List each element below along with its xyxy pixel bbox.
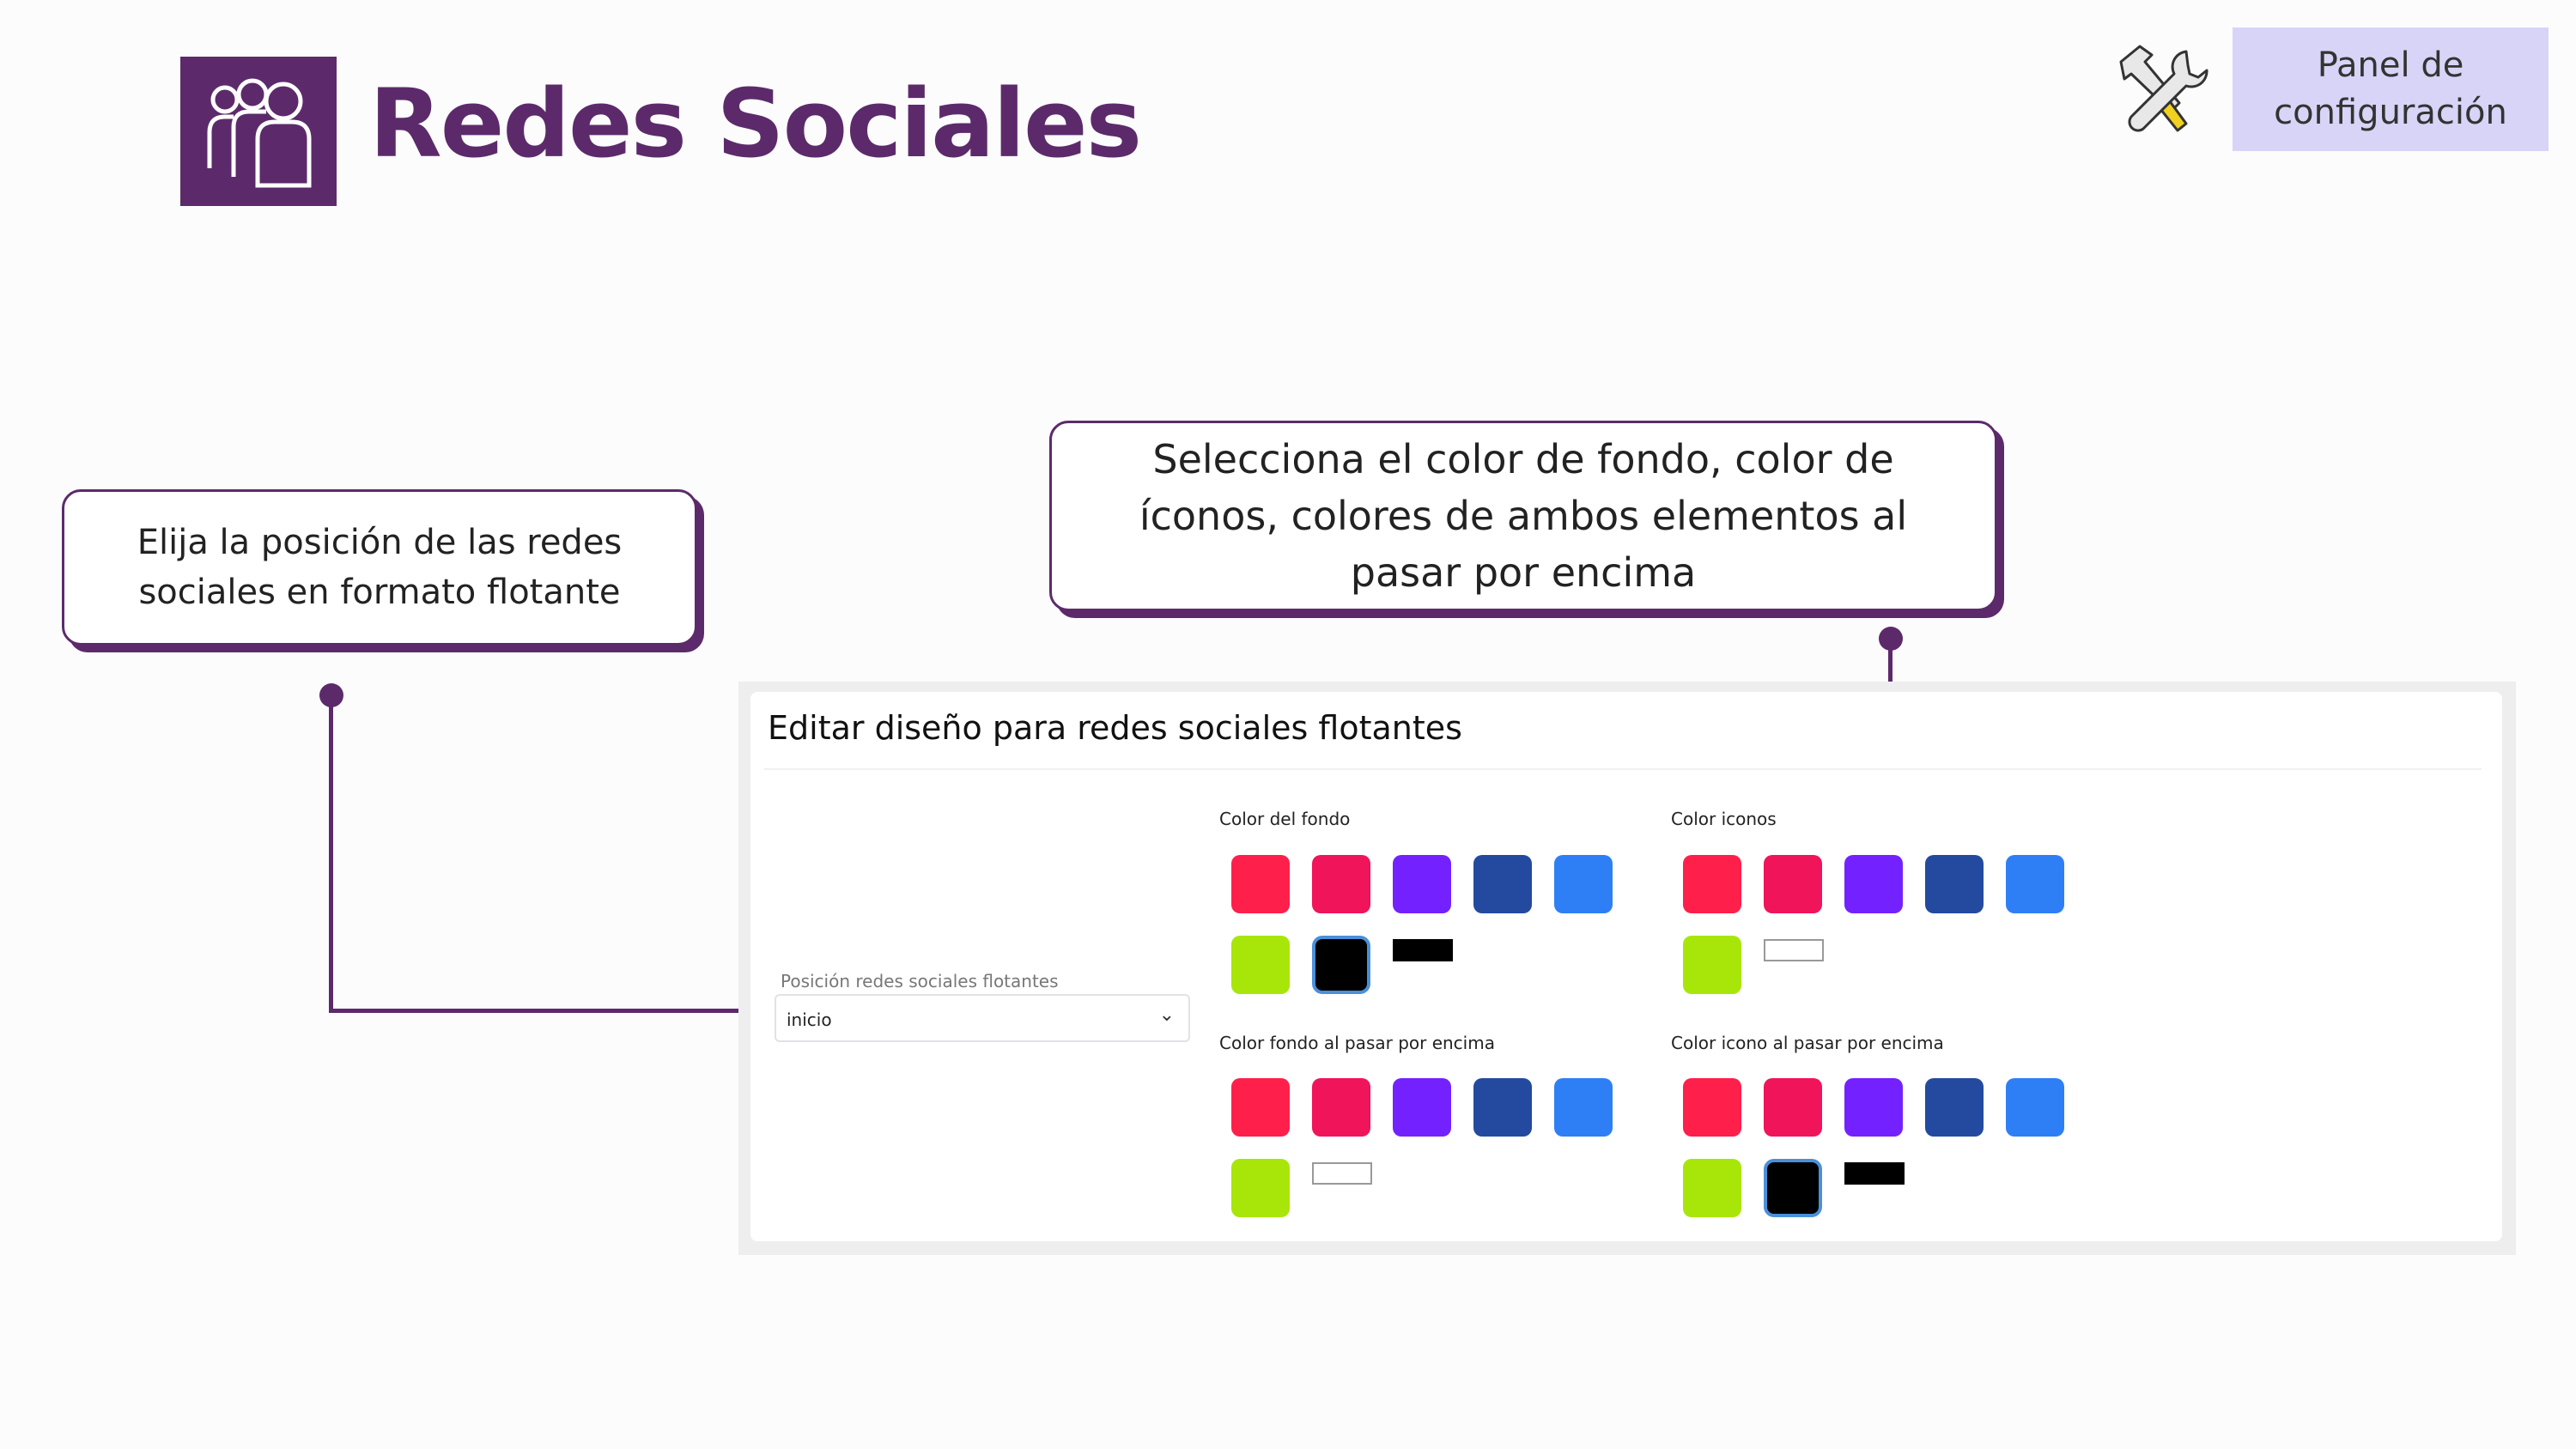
color-swatch-bg[interactable] [1393,855,1451,913]
logo [180,57,337,206]
color-swatch-bg[interactable] [1312,855,1370,913]
page-title: Redes Sociales [369,69,1142,179]
color-swatch-icon-hover[interactable] [1683,1159,1741,1217]
color-swatch-icon-hover[interactable] [2006,1078,2064,1137]
panel-title: Editar diseño para redes sociales flotan… [768,709,1462,747]
color-swatch-bg-hover[interactable] [1393,1078,1451,1137]
color-swatch-bg[interactable] [1231,936,1290,994]
color-swatch-icons[interactable] [1683,936,1741,994]
config-panel-button[interactable]: Panel de configuración [2233,27,2549,151]
position-label: Posición redes sociales flotantes [781,971,1059,991]
color-swatch-bg[interactable] [1473,855,1532,913]
color-swatch-icons[interactable] [1764,855,1822,913]
position-select[interactable]: inicio ⌄ [775,994,1190,1042]
label-bg-color: Color del fondo [1219,809,1351,829]
hammer-wrench-icon [2104,36,2211,143]
color-swatch-icon-hover[interactable] [1844,1078,1903,1137]
color-swatch-bg-hover[interactable] [1231,1159,1290,1217]
design-panel [750,692,2502,1241]
color-swatch-bg[interactable] [1554,855,1613,913]
color-swatch-bg-hover[interactable] [1473,1078,1532,1137]
color-swatch-bg-hover[interactable] [1312,1078,1370,1137]
color-swatch-icon-hover[interactable] [1764,1078,1822,1137]
color-option-white[interactable] [1312,1162,1372,1185]
label-icon-hover-color: Color icono al pasar por encima [1671,1033,1944,1053]
color-swatch-icons[interactable] [1683,855,1741,913]
position-select-value: inicio [787,1009,832,1030]
color-swatch-black-selected[interactable] [1312,936,1370,994]
color-option-white[interactable] [1764,939,1824,961]
color-option-black[interactable] [1393,939,1453,961]
color-swatch-icons[interactable] [1925,855,1984,913]
color-swatch-icon-hover[interactable] [1683,1078,1741,1137]
chevron-down-icon: ⌄ [1158,1004,1175,1026]
color-swatch-icons[interactable] [2006,855,2064,913]
color-swatch-icon-hover[interactable] [1925,1078,1984,1137]
divider [764,768,2482,770]
color-swatch-bg[interactable] [1231,855,1290,913]
color-swatch-icons[interactable] [1844,855,1903,913]
color-swatch-bg-hover[interactable] [1231,1078,1290,1137]
users-group-icon [207,78,312,188]
color-swatch-black-selected[interactable] [1764,1159,1822,1217]
color-swatch-bg-hover[interactable] [1554,1078,1613,1137]
connector-line-left-horizontal [329,1009,750,1013]
connector-line-left-vertical [329,694,333,1013]
callout-colors: Selecciona el color de fondo, color de í… [1049,421,1997,611]
callout-position: Elija la posición de las redes sociales … [62,489,697,646]
color-option-black[interactable] [1844,1162,1905,1185]
label-icon-color: Color iconos [1671,809,1777,829]
label-bg-hover-color: Color fondo al pasar por encima [1219,1033,1495,1053]
